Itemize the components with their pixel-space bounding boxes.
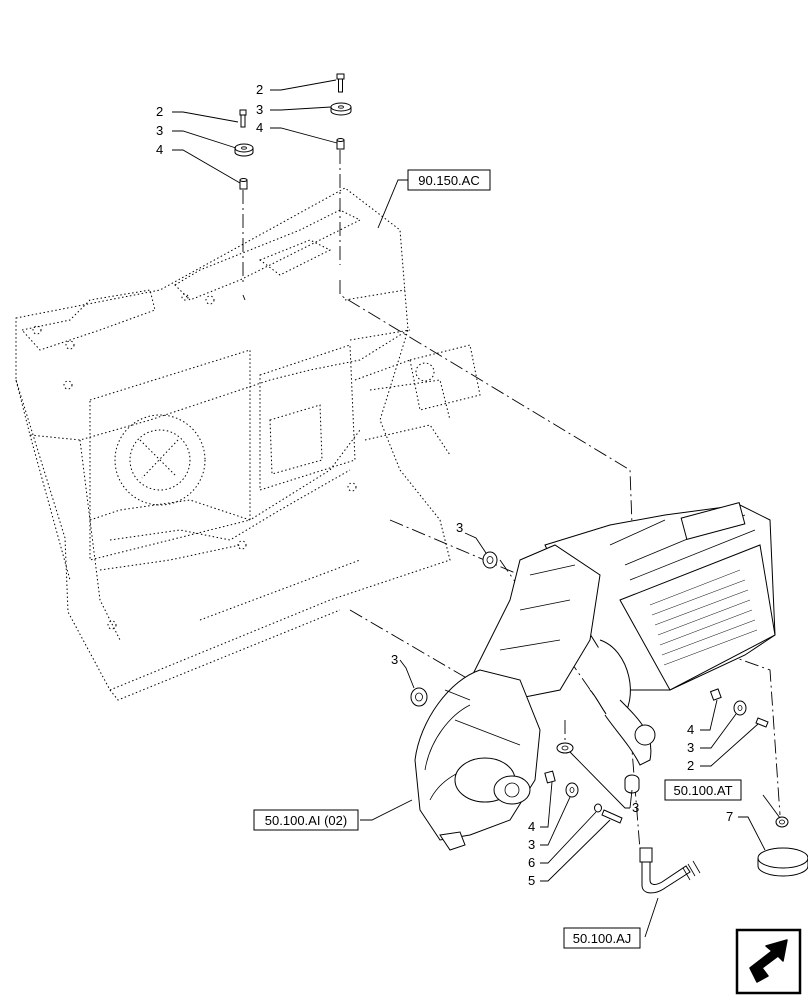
screw-2-right (755, 717, 769, 728)
screw-2-top-left (239, 109, 247, 128)
grommet-3-upper (482, 551, 498, 569)
washer-6-bottom (594, 803, 602, 813)
reference-box-blower[interactable]: 50.100.AI (02) (253, 809, 359, 831)
spacer-4-top-left (239, 178, 248, 190)
callout-5-bottom: 5 (528, 873, 535, 888)
callout-3-top-left: 3 (156, 123, 163, 138)
callout-4-top-center: 4 (256, 120, 263, 135)
callout-3-bottom: 3 (528, 837, 535, 852)
washer-3-bottom (565, 782, 579, 798)
reference-box-frame[interactable]: 90.150.AC (407, 169, 491, 191)
callout-3-seal-lower: 3 (391, 652, 398, 667)
callout-numbers: 2 3 4 2 3 4 3 3 4 3 2 4 3 6 5 3 1 7 (156, 82, 733, 888)
callout-4-right: 4 (687, 722, 694, 737)
spacer-4-bottom (544, 770, 556, 784)
hardware-parts (234, 73, 808, 894)
callout-4-top-left: 4 (156, 142, 163, 157)
washer-3-top-left (234, 143, 254, 157)
callout-2-top-center: 2 (256, 82, 263, 97)
leader-lines (172, 79, 781, 938)
callout-3-tube-seal: 3 (632, 800, 639, 815)
drain-seal-7 (757, 816, 808, 877)
next-page-arrow-icon[interactable] (735, 928, 802, 995)
washer-3-top-center (330, 102, 352, 116)
reference-box-drain[interactable]: 50.100.AT (664, 779, 742, 801)
washer-3-right (733, 700, 747, 716)
spacer-4-right (709, 688, 722, 701)
reference-label-frame[interactable]: 90.150.AC (418, 173, 479, 188)
callout-2-right: 2 (687, 758, 694, 773)
callout-6-bottom: 6 (528, 855, 535, 870)
hvac-unit-assembly (414, 501, 776, 851)
reference-label-drain[interactable]: 50.100.AT (673, 783, 732, 798)
callout-3-seal-upper: 3 (456, 520, 463, 535)
callout-3-top-center: 3 (256, 102, 263, 117)
reference-box-hose[interactable]: 50.100.AJ (563, 927, 641, 949)
grommet-3-mid (556, 742, 574, 754)
screw-2-top-center (336, 73, 345, 93)
callout-7-drain-seal: 7 (726, 809, 733, 824)
callout-3-right: 3 (687, 740, 694, 755)
callout-2-top-left: 2 (156, 104, 163, 119)
reference-label-hose[interactable]: 50.100.AJ (573, 931, 632, 946)
drain-hose (639, 847, 701, 894)
spacer-4-top-center (336, 138, 345, 150)
grommet-3-lower (410, 687, 428, 707)
frame-chassis (15, 187, 481, 701)
callout-4-bottom: 4 (528, 819, 535, 834)
screw-5-bottom (601, 809, 623, 824)
reference-label-blower[interactable]: 50.100.AI (02) (265, 813, 347, 828)
